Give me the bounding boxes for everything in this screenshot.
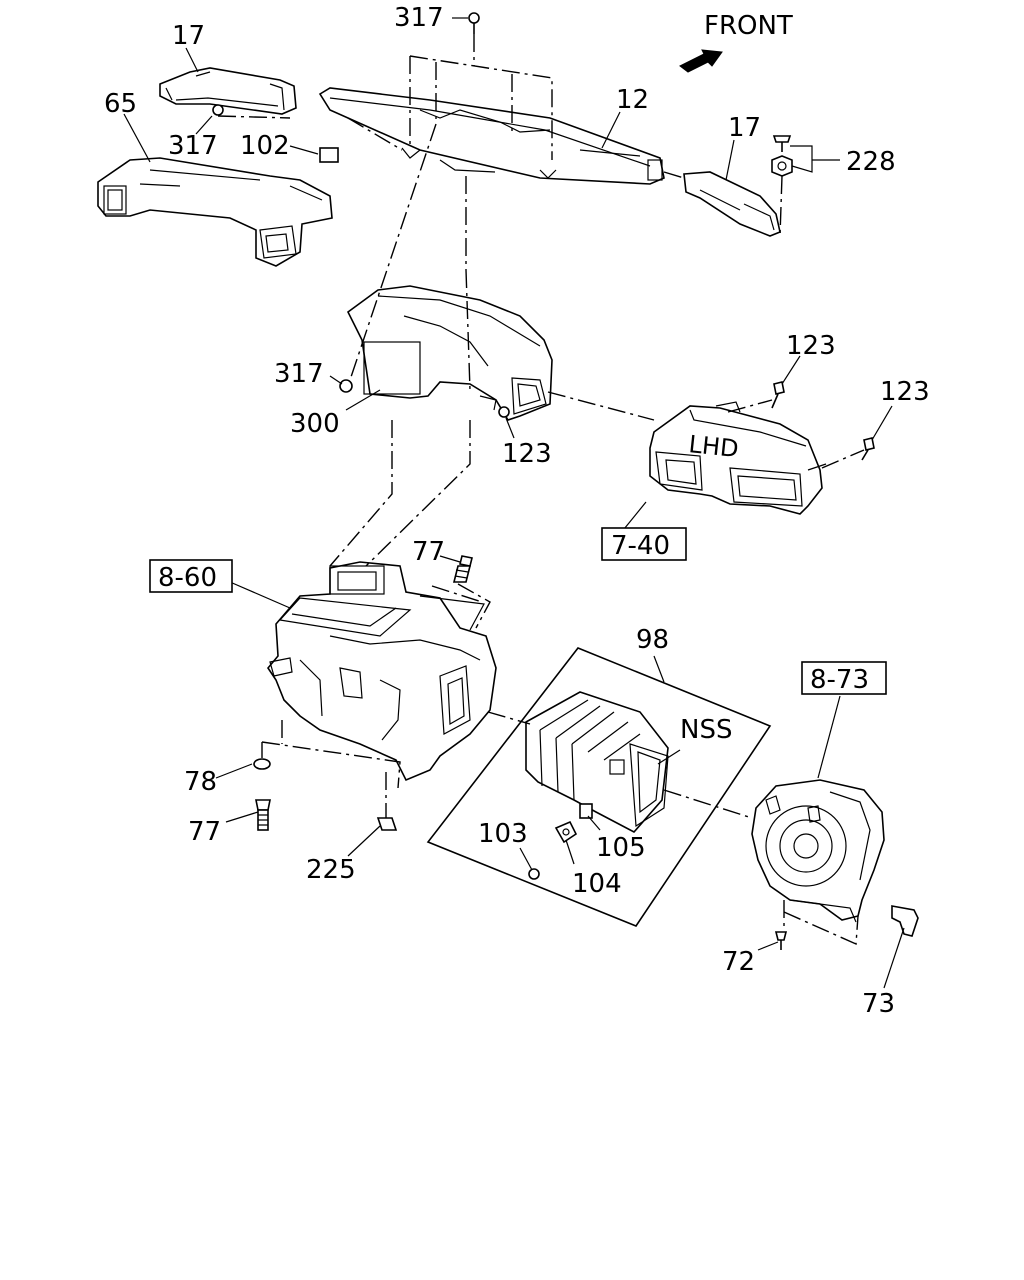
callout-300: 300 (290, 409, 340, 439)
callout-98: 98 (636, 625, 669, 655)
callout-73: 73 (862, 989, 895, 1019)
callout-102: 102 (240, 131, 290, 161)
assembly-lines (217, 34, 865, 946)
callout-123-top: 123 (786, 331, 836, 361)
clip-73 (891, 905, 919, 937)
bolt-77-bottom (255, 799, 271, 831)
clip-225 (376, 817, 398, 831)
screw-123-right (861, 437, 875, 461)
screw-123-mid (498, 406, 510, 418)
duct-7-40: LHD (649, 401, 827, 515)
leader-lines (123, 17, 905, 989)
duct-12 (318, 87, 665, 185)
callout-65: 65 (104, 89, 137, 119)
part-103 (528, 868, 540, 880)
duct-17-left (159, 67, 297, 115)
bolt-77-top (452, 555, 473, 583)
ref-8-73: 8-73 (810, 665, 869, 695)
callout-17-right: 17 (728, 113, 761, 143)
front-arrow-icon (679, 49, 723, 73)
callout-72: 72 (722, 947, 755, 977)
callout-77-bottom: 77 (188, 817, 221, 847)
ref-box-8-73: 8-73 (801, 661, 887, 695)
callout-103: 103 (478, 819, 528, 849)
callout-78: 78 (184, 767, 217, 797)
callout-77-top: 77 (412, 537, 445, 567)
callouts: 317 17 65 317 102 12 17 228 123 123 317 … (104, 3, 930, 1019)
washer-78 (253, 758, 271, 770)
group-98-outline (426, 647, 772, 927)
nss-label: NSS (680, 715, 732, 745)
blower-unit-8-73 (751, 779, 885, 923)
callout-123-mid: 123 (502, 439, 552, 469)
bellows-duct-98 (525, 691, 669, 834)
callout-317-top: 317 (394, 3, 444, 33)
ref-7-40: 7-40 (611, 531, 670, 561)
callout-105: 105 (596, 833, 646, 863)
duct-65 (97, 157, 333, 267)
ref-box-7-40: 7-40 (601, 527, 687, 561)
clip-317-left (212, 104, 224, 116)
front-indicator: FRONT (679, 11, 793, 73)
callout-12: 12 (616, 85, 649, 115)
heater-unit-8-60 (267, 561, 497, 782)
lhd-label: LHD (687, 430, 740, 463)
duct-300 (346, 285, 553, 421)
callout-228: 228 (846, 147, 896, 177)
part-105 (579, 803, 593, 819)
front-label: FRONT (704, 11, 793, 41)
callout-317-left: 317 (168, 131, 218, 161)
callout-123-right: 123 (880, 377, 930, 407)
callout-17-left: 17 (172, 21, 205, 51)
clip-317-top (468, 12, 480, 34)
part-102 (319, 147, 339, 163)
part-228 (771, 135, 793, 177)
part-104 (554, 820, 578, 844)
ref-box-8-60: 8-60 (149, 559, 233, 593)
callout-225: 225 (306, 855, 356, 885)
clip-317-mid (339, 379, 353, 393)
ref-8-60: 8-60 (158, 563, 217, 593)
screw-72 (774, 931, 788, 950)
screw-123-top (771, 381, 785, 409)
callout-317-mid: 317 (274, 359, 324, 389)
duct-17-right (683, 171, 781, 237)
callout-104: 104 (572, 869, 622, 899)
